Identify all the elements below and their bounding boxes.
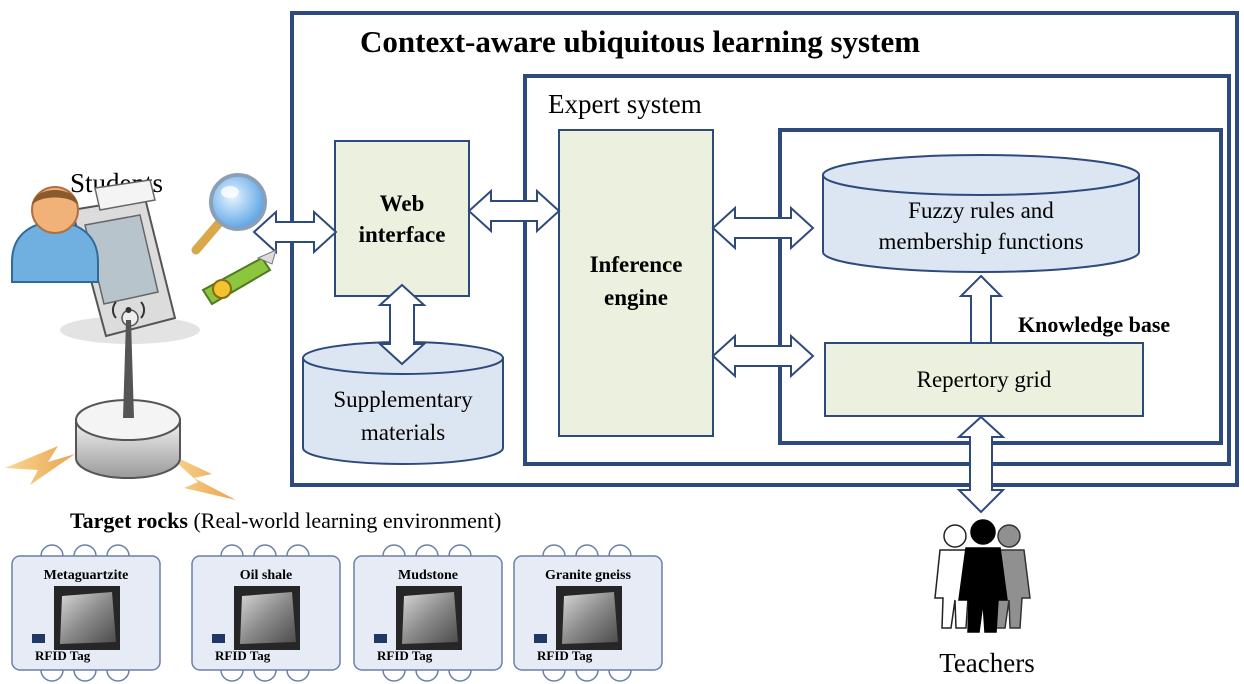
arrow-repertory-teachers	[956, 415, 1006, 514]
rfid-tag-label: RFID Tag	[377, 648, 433, 663]
rfid-chip-icon	[374, 634, 387, 643]
teachers-label: Teachers	[939, 648, 1035, 678]
supplementary-line2: materials	[361, 420, 445, 445]
target-rocks-bold: Target rocks	[70, 508, 188, 533]
rfid-tag-label: RFID Tag	[537, 648, 593, 663]
rock-name: Metaguartzite	[44, 568, 129, 583]
inference-engine-line2: engine	[604, 285, 668, 310]
target-rocks-rest: (Real-world learning environment)	[188, 508, 501, 533]
system-title: Context-aware ubiquitous learning system	[360, 24, 920, 59]
arrow-inference-repertory	[711, 333, 815, 379]
knowledge-base-label: Knowledge base	[1018, 312, 1170, 337]
rfid-tag-label: RFID Tag	[215, 648, 271, 663]
teachers-icon	[934, 519, 1031, 633]
rfid-chip-icon	[212, 634, 225, 643]
arrow-web-inference	[467, 188, 561, 234]
inference-engine-box	[558, 129, 714, 437]
arrow-inference-fuzzy	[711, 205, 815, 251]
repertory-grid-label: Repertory grid	[917, 367, 1052, 392]
pda-icon	[60, 179, 200, 344]
arrow-web-supplementary	[377, 283, 427, 366]
fuzzy-line2: membership functions	[878, 229, 1083, 254]
arrow-students-web	[252, 209, 338, 255]
web-interface-line2: interface	[359, 222, 446, 247]
arrow-fuzzy-repertory	[958, 274, 1004, 344]
rock-photo	[240, 592, 296, 644]
rock-photo	[402, 592, 458, 644]
repertory-grid-box	[824, 342, 1144, 417]
rock-photo	[562, 592, 618, 644]
system-frame	[290, 11, 1239, 487]
fuzzy-line1: Fuzzy rules and	[908, 198, 1054, 223]
cutter-icon	[201, 249, 277, 306]
target-rocks-title: Target rocks (Real-world learning enviro…	[70, 508, 501, 533]
knowledge-base-frame	[778, 128, 1223, 445]
inference-engine-line1: Inference	[590, 252, 683, 277]
magnifier-icon	[191, 173, 267, 255]
expert-system-title: Expert system	[548, 89, 702, 119]
rock-name: Mudstone	[398, 568, 458, 583]
fuzzy-rules-cylinder	[822, 154, 1140, 273]
rock-name: Oil shale	[240, 568, 293, 583]
expert-system-frame	[523, 74, 1231, 466]
rfid-reader-icon	[5, 301, 236, 500]
rock-photo	[60, 592, 116, 644]
supplementary-line1: Supplementary	[333, 387, 473, 412]
rfid-tag-label: RFID Tag	[35, 648, 91, 663]
student-avatar-icon	[11, 186, 99, 283]
rfid-chip-icon	[32, 634, 45, 643]
web-interface-line1: Web	[380, 191, 425, 216]
rfid-chip-icon	[534, 634, 547, 643]
rock-name: Granite gneiss	[545, 568, 631, 583]
web-interface-box	[334, 140, 470, 297]
